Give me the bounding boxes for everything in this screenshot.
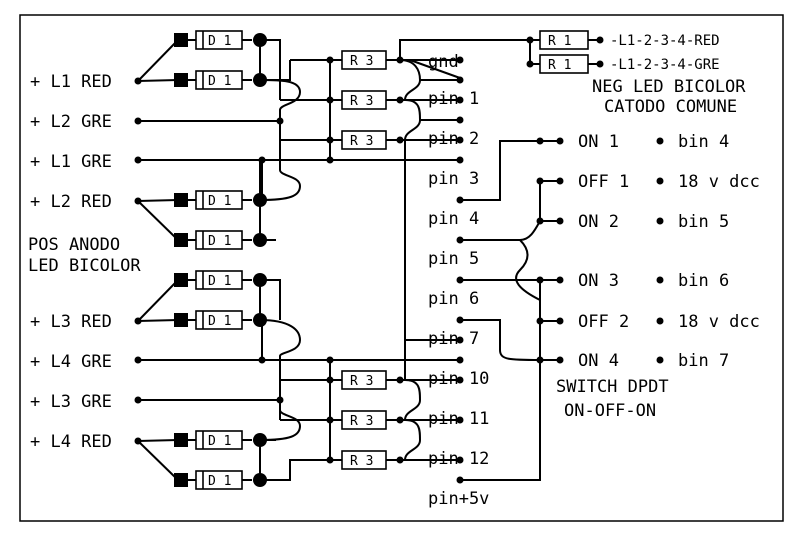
pos-note-line2: LED BICOLOR	[28, 256, 141, 276]
switch-bin-6: bin 7	[678, 351, 729, 371]
resistor-label: R 3	[350, 134, 373, 149]
switch-wiring: ON 1 OFF 1 ON 2 ON 3 OFF 2 ON 4 bin 4 18…	[460, 132, 760, 481]
pin-1-label: pin 1	[428, 89, 479, 109]
switch-pos-1: ON 1	[578, 132, 619, 152]
label-l4-red: + L4 RED	[30, 432, 112, 452]
neg-outputs: R 1 R 1 -L1-2-3-4-RED -L1-2-3-4-GRE NEG …	[526, 30, 746, 117]
pin-12-label: pin 12	[428, 449, 489, 469]
switch-pos-6: ON 4	[578, 351, 619, 371]
resistor-label: R 3	[350, 374, 373, 389]
diode-8: D 1	[174, 470, 267, 490]
diode-buses	[259, 39, 330, 481]
pin-10-label: pin 10	[428, 369, 489, 389]
switch-pos-2: OFF 1	[578, 172, 629, 192]
diode-anode-block	[174, 193, 188, 207]
diode-1: D 1	[174, 30, 267, 50]
label-l2-gre: + L2 GRE	[30, 112, 112, 132]
pin-2-label: pin 2	[428, 129, 479, 149]
border-frame	[19, 14, 784, 522]
resistor-r3-5: R 3	[326, 410, 404, 430]
neg-output-gre: -L1-2-3-4-GRE	[610, 57, 720, 73]
label-l3-gre: + L3 GRE	[30, 392, 112, 412]
label-l1-red: + L1 RED	[30, 72, 112, 92]
neg-note-line1: NEG LED BICOLOR	[592, 77, 746, 97]
diode-label: D 1	[208, 434, 231, 449]
pin-column: gnd pin 1 pin 2 pin 3 pin 4 pin 5 pin 6 …	[399, 39, 530, 509]
r1-red-label: R 1	[548, 34, 571, 49]
resistor-r3-3: R 3	[326, 130, 404, 150]
label-l3-red: + L3 RED	[30, 312, 112, 332]
pos-note-line1: POS ANODO	[28, 235, 120, 255]
diode-label: D 1	[208, 314, 231, 329]
diode-label: D 1	[208, 234, 231, 249]
diode-anode-block	[174, 433, 188, 447]
diode-label: D 1	[208, 474, 231, 489]
switch-bin-3: bin 5	[678, 212, 729, 232]
diode-anode-block	[174, 33, 188, 47]
label-l4-gre: + L4 GRE	[30, 352, 112, 372]
input-wiring	[134, 39, 460, 481]
switch-bin-5: 18 v dcc	[678, 312, 760, 332]
neg-note-line2: CATODO COMUNE	[604, 97, 737, 117]
switch-bin-4: bin 6	[678, 271, 729, 291]
switch-note-line1: SWITCH DPDT	[556, 377, 669, 397]
diode-anode-block	[174, 233, 188, 247]
diode-2: D 1	[174, 70, 267, 90]
diode-4: D 1	[174, 230, 267, 250]
switch-pos-4: ON 3	[578, 271, 619, 291]
label-l1-gre: + L1 GRE	[30, 152, 112, 172]
diode-array: D 1 D 1 D 1 D 1 D 1 D 1 D 1 D 1	[174, 30, 267, 490]
diode-7: D 1	[174, 430, 267, 450]
diode-label: D 1	[208, 34, 231, 49]
pin-5v-label: pin+5v	[428, 489, 489, 509]
switch-pos-3: ON 2	[578, 212, 619, 232]
pin-4-label: pin 4	[428, 209, 479, 229]
pin-gnd-label: gnd	[428, 52, 459, 72]
diode-6: D 1	[174, 310, 267, 330]
switch-bin-2: 18 v dcc	[678, 172, 760, 192]
diode-anode-block	[174, 313, 188, 327]
diode-5: D 1	[174, 270, 267, 290]
pin-11-label: pin 11	[428, 409, 489, 429]
r1-gre-label: R 1	[548, 58, 571, 73]
neg-output-red: -L1-2-3-4-RED	[610, 33, 720, 49]
pin-7-label: pin 7	[428, 329, 479, 349]
diode-label: D 1	[208, 274, 231, 289]
resistor-r3-2: R 3	[326, 90, 404, 110]
switch-pos-5: OFF 2	[578, 312, 629, 332]
resistor-label: R 3	[350, 414, 373, 429]
diode-anode-block	[174, 73, 188, 87]
switch-note-line2: ON-OFF-ON	[564, 401, 656, 421]
diode-label: D 1	[208, 194, 231, 209]
left-labels: + L1 RED + L2 GRE + L1 GRE + L2 RED + L3…	[28, 72, 141, 452]
resistor-r3-4: R 3	[326, 370, 404, 390]
resistor-r3-6: R 3	[326, 450, 404, 470]
pin-3-label: pin 3	[428, 169, 479, 189]
pin-6-label: pin 6	[428, 289, 479, 309]
diode-anode-block	[174, 273, 188, 287]
resistor-label: R 3	[350, 94, 373, 109]
label-l2-red: + L2 RED	[30, 192, 112, 212]
resistor-r3-1: R 3	[326, 50, 404, 70]
resistor-label: R 3	[350, 454, 373, 469]
diode-label: D 1	[208, 74, 231, 89]
switch-bin-1: bin 4	[678, 132, 729, 152]
resistor-array: R 3 R 3 R 3 R 3 R 3 R 3	[258, 50, 404, 470]
diode-3: D 1	[174, 190, 267, 210]
resistor-label: R 3	[350, 54, 373, 69]
diode-anode-block	[174, 473, 188, 487]
pin-5-label: pin 5	[428, 249, 479, 269]
